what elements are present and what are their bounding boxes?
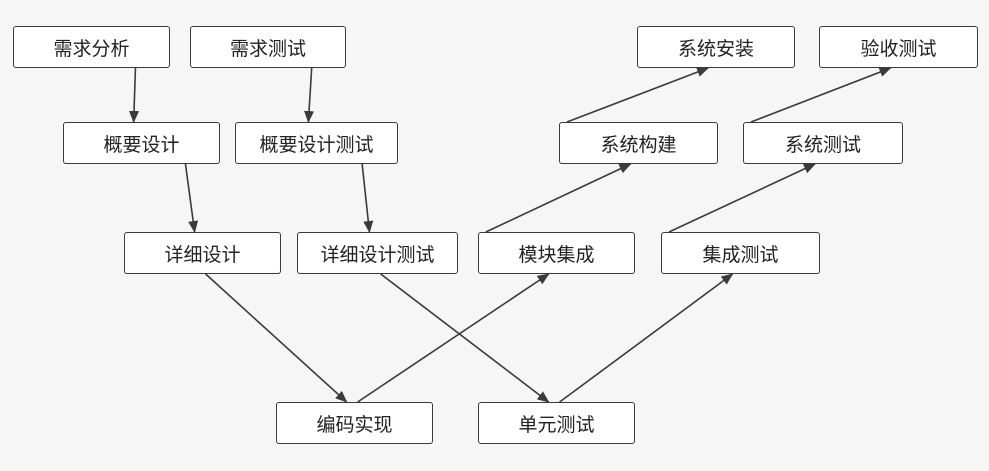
arrow-dd_test-to-unit_test [380,273,550,403]
arrow-coding-to-mod_integ [357,273,550,403]
arrow-hld-to-dd [184,163,199,233]
node-module-integration: 模块集成 [478,232,635,274]
arrow-mod_integ-to-sys_build [485,163,632,233]
arrow-sys_test-to-accept_test [750,67,892,123]
arrow-integ_test-to-sys_test [668,163,816,233]
node-high-level-design-test: 概要设计测试 [235,122,398,164]
node-integration-test: 集成测试 [661,232,820,274]
arrow-req_test-to-hld_test [304,67,315,123]
arrow-hld_test-to-dd_test [361,163,374,233]
node-unit-test: 单元测试 [478,402,635,444]
node-system-test: 系统测试 [743,122,903,164]
node-coding: 编码实现 [276,402,433,444]
node-system-installation: 系统安装 [637,26,795,68]
arrow-unit_test-to-integ_test [559,273,734,403]
node-detailed-design-test: 详细设计测试 [297,232,458,274]
node-high-level-design: 概要设计 [63,122,220,164]
arrow-sys_build-to-sys_install [566,67,710,123]
node-system-build: 系统构建 [559,122,718,164]
arrow-dd-to-coding [205,273,348,403]
node-acceptance-test: 验收测试 [819,26,978,68]
node-requirement-analysis: 需求分析 [13,26,170,68]
arrow-req_analysis-to-hld [129,67,140,123]
node-requirement-test: 需求测试 [190,26,346,68]
node-detailed-design: 详细设计 [124,232,281,274]
